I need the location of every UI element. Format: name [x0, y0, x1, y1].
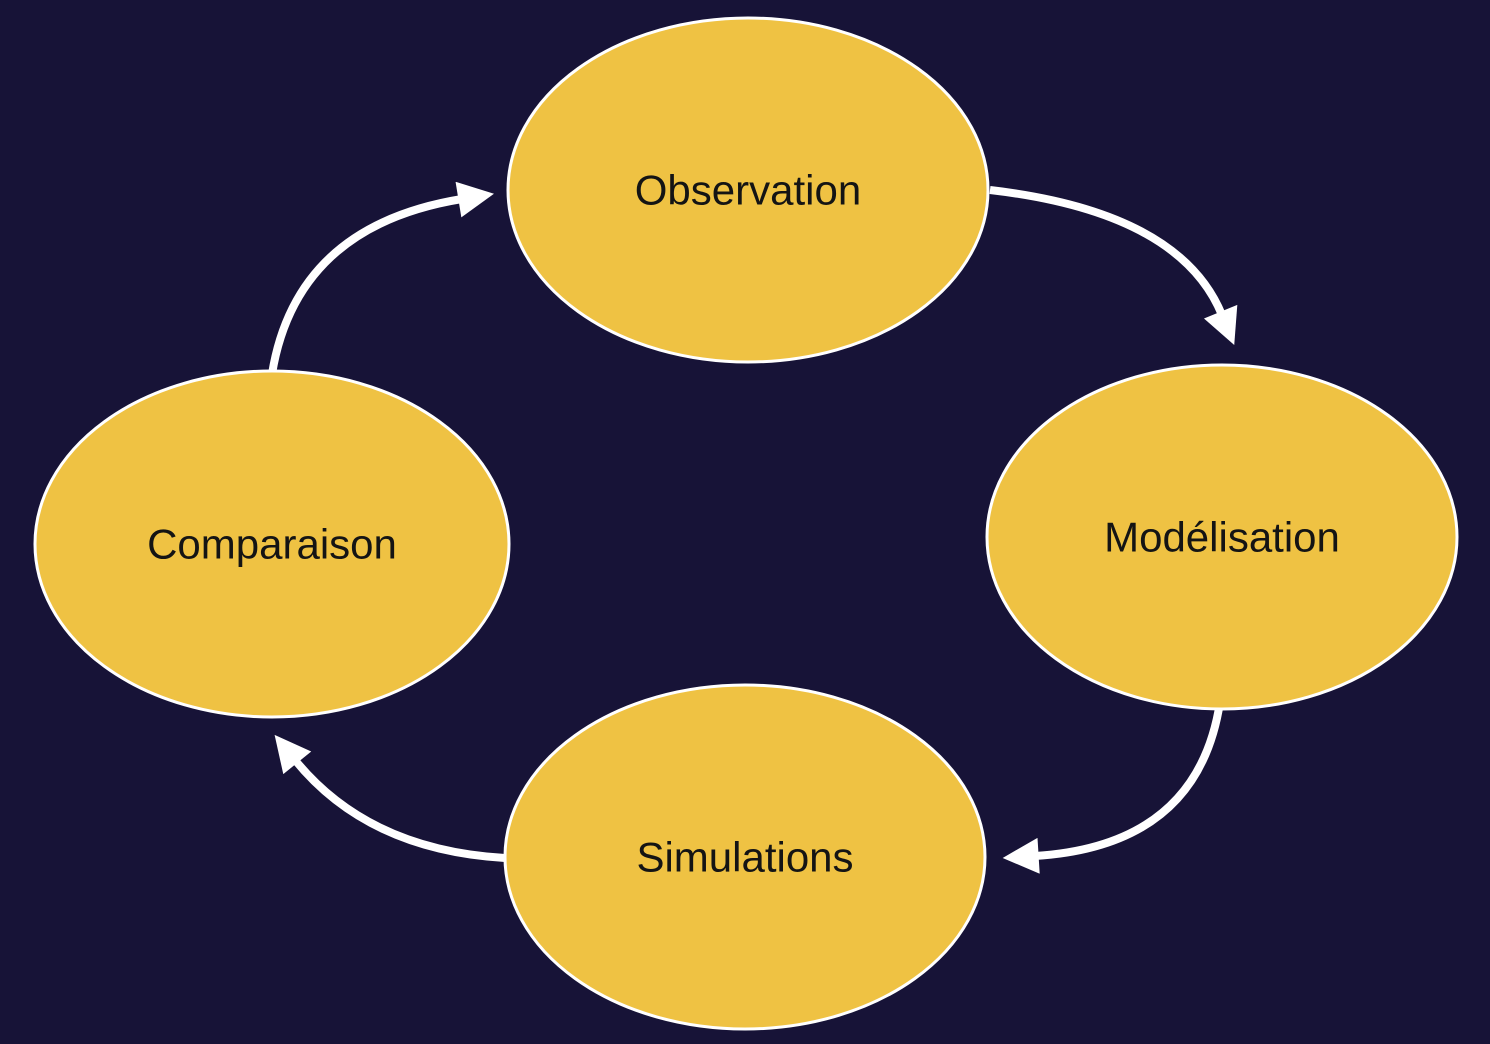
node-simulations: Simulations [503, 683, 987, 1031]
node-observation: Observation [506, 16, 990, 364]
arrow-simulations-to-comparaison [274, 734, 506, 862]
node-comparaison-shape [33, 369, 511, 719]
node-modelisation-label: Modélisation [1104, 514, 1340, 561]
node-simulations-shape [503, 683, 987, 1031]
node-modelisation: Modélisation [985, 363, 1459, 711]
node-observation-shape [506, 16, 990, 364]
node-comparaison: Comparaison [33, 369, 511, 719]
node-observation-label: Observation [635, 167, 861, 214]
arrow-modelisation-to-simulations [1002, 701, 1224, 874]
arrow-comparaison-to-observation [268, 181, 494, 375]
node-comparaison-label: Comparaison [147, 521, 397, 568]
node-simulations-label: Simulations [636, 834, 853, 881]
cycle-arrows [268, 181, 1238, 874]
arrow-observation-to-modelisation [989, 186, 1238, 345]
node-modelisation-shape [985, 363, 1459, 711]
